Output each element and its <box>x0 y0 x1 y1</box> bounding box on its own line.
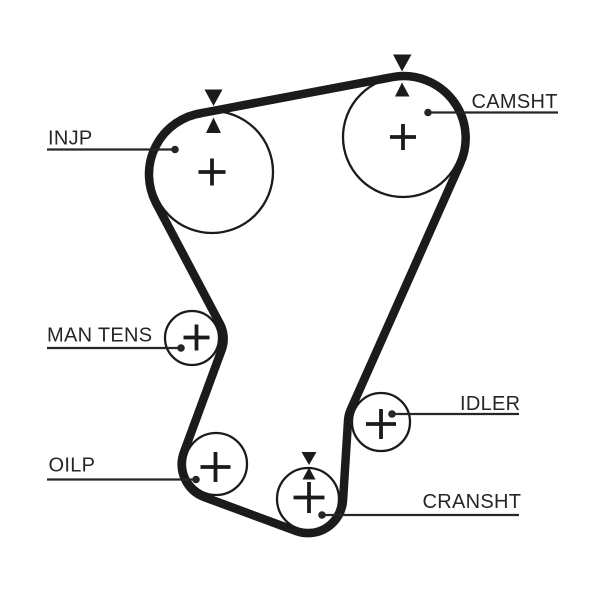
oilp-center-mark <box>200 452 231 482</box>
man-tens-leader <box>47 344 185 352</box>
idler-label: IDLER <box>460 393 520 415</box>
oilp-leader-dot <box>192 475 200 484</box>
cransht-label: CRANSHT <box>423 491 522 513</box>
cransht-arrow-up-icon <box>302 467 316 480</box>
idler-leader <box>388 410 519 418</box>
cransht-leader <box>318 511 519 519</box>
injp-arrow-up-icon <box>206 117 221 133</box>
injp-leader-dot <box>171 145 179 154</box>
camsht-label: CAMSHT <box>472 91 558 113</box>
cransht-timing-marks <box>301 452 317 480</box>
oilp-label: OILP <box>49 455 96 477</box>
injp-timing-marks <box>204 89 223 133</box>
camsht-center-mark <box>390 124 416 150</box>
cransht-arrow-down-icon <box>301 452 317 465</box>
camsht-arrow-up-icon <box>395 82 410 97</box>
camsht-arrow-down-icon <box>393 54 412 72</box>
cransht-leader-dot <box>318 511 326 519</box>
man-tens-center-mark <box>183 324 210 351</box>
injp-center-mark <box>198 158 226 186</box>
camsht-leader <box>424 108 558 117</box>
idler-center-mark <box>366 409 396 439</box>
man-tens-leader-dot <box>177 344 185 352</box>
camsht-leader-dot <box>424 108 432 117</box>
injp-leader <box>47 145 179 154</box>
oilp-leader <box>47 475 200 484</box>
cransht-center-mark <box>293 482 325 513</box>
idler-leader-dot <box>388 410 396 418</box>
timing-belt <box>144 71 470 538</box>
injp-label: INJP <box>48 128 93 150</box>
man-tens-label: MAN TENS <box>47 325 152 347</box>
injp-arrow-down-icon <box>204 89 223 106</box>
camsht-timing-marks <box>393 54 412 97</box>
